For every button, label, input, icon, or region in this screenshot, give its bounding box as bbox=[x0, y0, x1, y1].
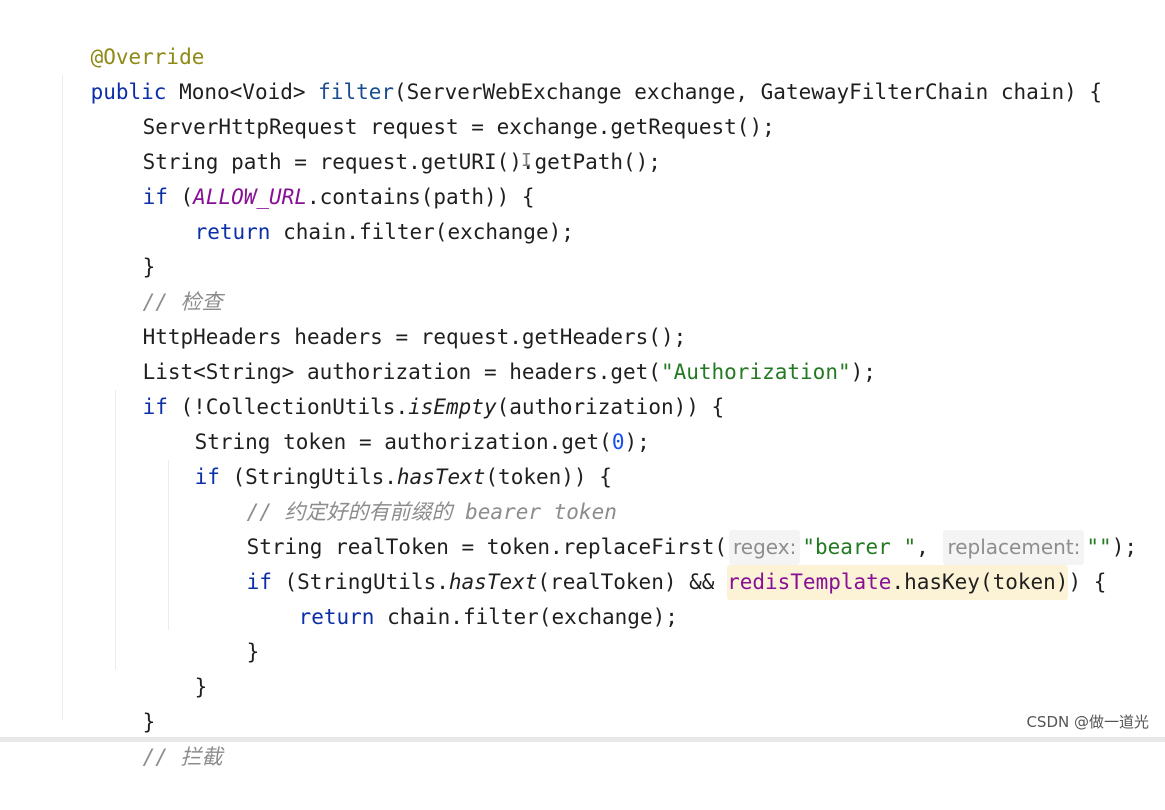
code-text: List<String> authorization = headers.get… bbox=[142, 360, 661, 384]
code-line-7[interactable]: } bbox=[92, 215, 156, 279]
comment: // 检查 bbox=[142, 290, 223, 314]
code-text: (StringUtils. bbox=[219, 465, 397, 489]
closing-brace: } bbox=[194, 675, 208, 699]
string-literal: "Authorization" bbox=[660, 360, 851, 384]
constant-allow-url: ALLOW_URL bbox=[193, 185, 307, 209]
code-text: chain.filter(exchange); bbox=[374, 605, 678, 629]
keyword-return: return bbox=[194, 220, 271, 244]
code-text: String token = authorization.get( bbox=[194, 430, 612, 454]
field-redis-template: redisTemplate bbox=[727, 570, 892, 594]
keyword-public: public bbox=[90, 80, 167, 104]
code-line-6[interactable]: return chain.filter(exchange); bbox=[144, 180, 574, 244]
code-text: ServerHttpRequest request = exchange.get… bbox=[142, 115, 775, 139]
code-text: ); bbox=[850, 360, 876, 384]
text-cursor-icon: I bbox=[521, 150, 532, 171]
code-text: (!CollectionUtils. bbox=[167, 395, 409, 419]
comment: // 约定好的有前缀的 bearer token bbox=[246, 500, 617, 524]
highlighted-expression: redisTemplate.hasKey(token) bbox=[727, 565, 1069, 600]
static-method: hasText bbox=[396, 465, 486, 489]
keyword-if: if bbox=[142, 185, 168, 209]
closing-brace: } bbox=[142, 255, 156, 279]
code-line-4[interactable]: String path = request.getURI().getPath()… bbox=[92, 110, 661, 174]
string-literal: "" bbox=[1086, 535, 1112, 559]
keyword-return: return bbox=[298, 605, 375, 629]
param-hint-replacement: replacement: bbox=[943, 530, 1085, 565]
code-line-11[interactable]: if (!CollectionUtils.isEmpty(authorizati… bbox=[92, 355, 725, 419]
code-text: ); bbox=[1111, 535, 1137, 559]
code-line-17[interactable]: return chain.filter(exchange); bbox=[248, 565, 678, 629]
code-text: String realToken = token.replaceFirst( bbox=[246, 535, 728, 559]
code-text: .hasKey(token) bbox=[891, 570, 1069, 594]
code-text: .contains(path)) { bbox=[306, 185, 535, 209]
code-text: chain.filter(exchange); bbox=[270, 220, 574, 244]
code-line-18[interactable]: } bbox=[196, 600, 260, 664]
keyword-if: if bbox=[194, 465, 220, 489]
closing-brace: } bbox=[142, 710, 156, 734]
code-editor[interactable]: @Override public Mono<Void> filter(Serve… bbox=[0, 0, 1165, 769]
param-hint-regex: regex: bbox=[729, 530, 801, 565]
code-text: (token)) { bbox=[485, 465, 612, 489]
code-line-13[interactable]: if (StringUtils.hasText(token)) { bbox=[144, 425, 612, 489]
keyword-if: if bbox=[142, 395, 168, 419]
code-text: ( bbox=[167, 185, 194, 209]
code-text: (StringUtils. bbox=[271, 570, 449, 594]
code-line-9[interactable]: HttpHeaders headers = request.getHeaders… bbox=[92, 285, 687, 349]
code-line-3[interactable]: ServerHttpRequest request = exchange.get… bbox=[92, 75, 775, 139]
code-text: (authorization)) { bbox=[496, 395, 725, 419]
keyword-if: if bbox=[246, 570, 272, 594]
code-line-2[interactable]: public Mono<Void> filter(ServerWebExchan… bbox=[40, 40, 1102, 104]
code-line-20[interactable]: } bbox=[92, 670, 156, 734]
return-type: Mono<Void> bbox=[166, 80, 319, 104]
comma: , bbox=[916, 535, 929, 559]
bottom-divider bbox=[0, 737, 1165, 742]
code-line-12[interactable]: String token = authorization.get(0); bbox=[144, 390, 650, 454]
code-text: ); bbox=[624, 430, 650, 454]
method-name: filter bbox=[318, 80, 395, 104]
code-text: (realToken) && bbox=[537, 570, 728, 594]
comment: // 拦截 bbox=[142, 745, 223, 769]
code-line-16[interactable]: if (StringUtils.hasText(realToken) && re… bbox=[196, 530, 1106, 600]
override-annotation: @Override bbox=[90, 45, 205, 69]
code-line-21[interactable]: // 拦截 bbox=[92, 705, 223, 769]
code-line-15[interactable]: String realToken = token.replaceFirst(re… bbox=[196, 495, 1137, 565]
code-text: String path = request.getURI().getPath()… bbox=[142, 150, 661, 174]
closing-brace: } bbox=[246, 640, 260, 664]
csdn-watermark: CSDN @做一道光 bbox=[1026, 713, 1149, 731]
code-text: HttpHeaders headers = request.getHeaders… bbox=[142, 325, 687, 349]
indent-guide bbox=[115, 390, 116, 670]
code-line-1[interactable]: @Override bbox=[40, 5, 205, 69]
static-method: hasText bbox=[448, 570, 538, 594]
indent-guide bbox=[168, 460, 169, 630]
number-literal: 0 bbox=[611, 430, 625, 454]
code-line-10[interactable]: List<String> authorization = headers.get… bbox=[92, 320, 876, 384]
code-line-5[interactable]: if (ALLOW_URL.contains(path)) { bbox=[92, 145, 535, 209]
static-method: isEmpty bbox=[408, 395, 497, 419]
code-line-14[interactable]: // 约定好的有前缀的 bearer token bbox=[196, 460, 617, 524]
indent-guide bbox=[62, 75, 63, 720]
string-literal: "bearer " bbox=[802, 535, 917, 559]
code-line-19[interactable]: } bbox=[144, 635, 208, 699]
code-text: ) { bbox=[1068, 570, 1107, 594]
method-params: (ServerWebExchange exchange, GatewayFilt… bbox=[394, 80, 1103, 104]
code-line-8[interactable]: // 检查 bbox=[92, 250, 223, 314]
